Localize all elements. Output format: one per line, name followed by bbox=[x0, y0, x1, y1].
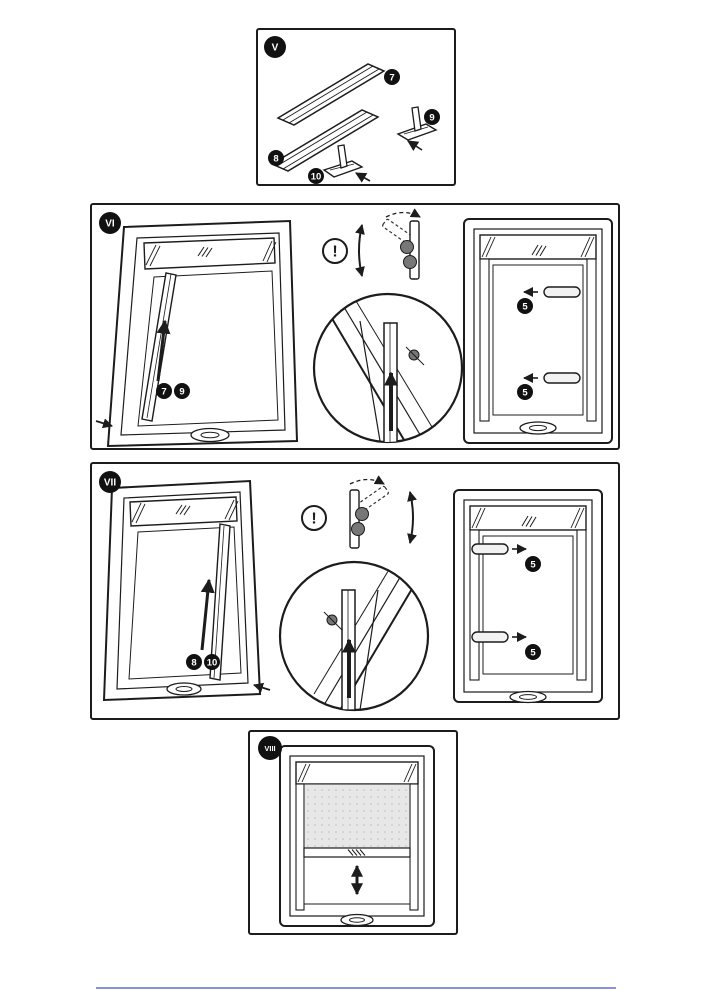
vertical-double-arrow bbox=[407, 491, 417, 544]
warning-icon: ! bbox=[301, 505, 327, 531]
part-badge-8: 8 bbox=[268, 150, 284, 166]
scan-artifact-line bbox=[96, 987, 616, 989]
panel-step-vi: 7 9 ! bbox=[90, 203, 620, 450]
part-badge-10: 10 bbox=[204, 654, 220, 670]
svg-text:!: ! bbox=[311, 511, 316, 528]
panel-vii-diagram: 8 10 ! bbox=[99, 471, 603, 712]
clip-ghost-position bbox=[382, 218, 419, 248]
locking-pin-5-bottom: 5 bbox=[517, 372, 581, 400]
svg-text:5: 5 bbox=[522, 301, 528, 312]
bracket-foot-9 bbox=[396, 106, 438, 151]
roller-cassette bbox=[143, 237, 277, 270]
roller-cassette bbox=[129, 496, 239, 527]
window-perspective-view: 8 10 bbox=[102, 479, 271, 702]
part-badge-7: 7 bbox=[384, 69, 400, 85]
rotate-arrow bbox=[349, 475, 385, 485]
svg-text:7: 7 bbox=[389, 72, 394, 83]
blind-bottom-bar bbox=[303, 847, 411, 858]
window-handle bbox=[519, 421, 557, 435]
part-badge-8: 8 bbox=[186, 654, 202, 670]
window-handle bbox=[340, 913, 374, 927]
svg-text:VIII: VIII bbox=[264, 744, 275, 753]
clip-pivot-diagram bbox=[349, 475, 417, 549]
panel-step-v: 7 9 8 10 V bbox=[256, 28, 456, 186]
step-label-viii: VIII bbox=[258, 736, 282, 760]
svg-text:8: 8 bbox=[273, 153, 278, 164]
side-rail-right bbox=[576, 529, 587, 681]
corner-arrow bbox=[253, 682, 271, 693]
svg-text:10: 10 bbox=[311, 171, 322, 182]
clip-knob bbox=[403, 255, 417, 269]
side-rail-profile-8 bbox=[270, 109, 380, 172]
insert-arrow bbox=[407, 140, 423, 151]
panel-vi-diagram: 7 9 ! bbox=[95, 208, 613, 448]
window-perspective-view: 7 9 bbox=[95, 219, 299, 448]
svg-text:9: 9 bbox=[179, 386, 184, 397]
step-label-vi: VI bbox=[99, 212, 121, 234]
clip-ghost-position bbox=[352, 485, 389, 515]
svg-text:5: 5 bbox=[530, 559, 536, 570]
roller-cassette bbox=[469, 505, 587, 531]
svg-text:5: 5 bbox=[530, 647, 536, 658]
clip-knob bbox=[355, 507, 369, 521]
side-rail-left bbox=[295, 783, 305, 911]
blind-fabric[interactable] bbox=[303, 783, 411, 858]
svg-text:!: ! bbox=[332, 244, 337, 261]
part-badge-9: 9 bbox=[424, 109, 440, 125]
svg-text:7: 7 bbox=[161, 386, 166, 397]
side-rail-right bbox=[409, 783, 419, 911]
part-badge-10: 10 bbox=[308, 168, 324, 184]
window-handle bbox=[190, 427, 230, 443]
window-front-view: 5 5 bbox=[453, 489, 603, 704]
vertical-double-arrow bbox=[355, 224, 365, 277]
rotate-arrow bbox=[385, 208, 421, 218]
clip-knob bbox=[351, 522, 365, 536]
svg-text:VI: VI bbox=[105, 219, 115, 230]
insert-arrow bbox=[355, 172, 371, 183]
window-front-view bbox=[279, 745, 435, 927]
window-handle bbox=[166, 682, 202, 696]
warning-icon: ! bbox=[322, 238, 348, 264]
panel-viii-diagram: VIII bbox=[258, 736, 435, 927]
leaning-side-rail bbox=[209, 523, 231, 681]
side-rail-left bbox=[469, 529, 480, 681]
magnifier-detail bbox=[278, 560, 430, 712]
locking-pin-5-top: 5 bbox=[471, 543, 541, 572]
svg-text:V: V bbox=[272, 43, 279, 54]
slide-up-arrow bbox=[156, 319, 171, 382]
svg-text:VII: VII bbox=[104, 478, 116, 489]
clip-pivot-diagram bbox=[355, 208, 421, 280]
panel-v-diagram: 7 9 8 10 V bbox=[264, 36, 440, 184]
side-rail-profile-7 bbox=[276, 63, 386, 126]
step-label-vii: VII bbox=[99, 471, 121, 493]
svg-text:5: 5 bbox=[522, 387, 528, 398]
locking-pin-5-bottom: 5 bbox=[471, 631, 541, 660]
roller-cassette bbox=[295, 761, 419, 785]
window-front-view: 5 5 bbox=[463, 218, 613, 444]
slide-up-arrow bbox=[200, 578, 215, 651]
panel-step-viii: VIII bbox=[248, 730, 458, 935]
corner-arrow bbox=[95, 418, 113, 429]
magnifier-detail bbox=[312, 292, 464, 444]
side-rail-left bbox=[479, 258, 490, 422]
panel-step-vii: 8 10 ! bbox=[90, 462, 620, 720]
svg-text:8: 8 bbox=[191, 657, 196, 668]
locking-pin-5-top: 5 bbox=[517, 286, 581, 314]
svg-text:10: 10 bbox=[207, 657, 218, 668]
step-label-v: V bbox=[264, 36, 286, 58]
bracket-foot-10 bbox=[322, 144, 371, 183]
roller-cassette bbox=[479, 234, 597, 260]
clip-knob bbox=[400, 240, 414, 254]
side-rail-right bbox=[586, 258, 597, 422]
window-handle bbox=[509, 690, 547, 704]
svg-text:9: 9 bbox=[429, 112, 434, 123]
part-badge-9: 9 bbox=[174, 383, 190, 399]
part-badge-7: 7 bbox=[156, 383, 172, 399]
